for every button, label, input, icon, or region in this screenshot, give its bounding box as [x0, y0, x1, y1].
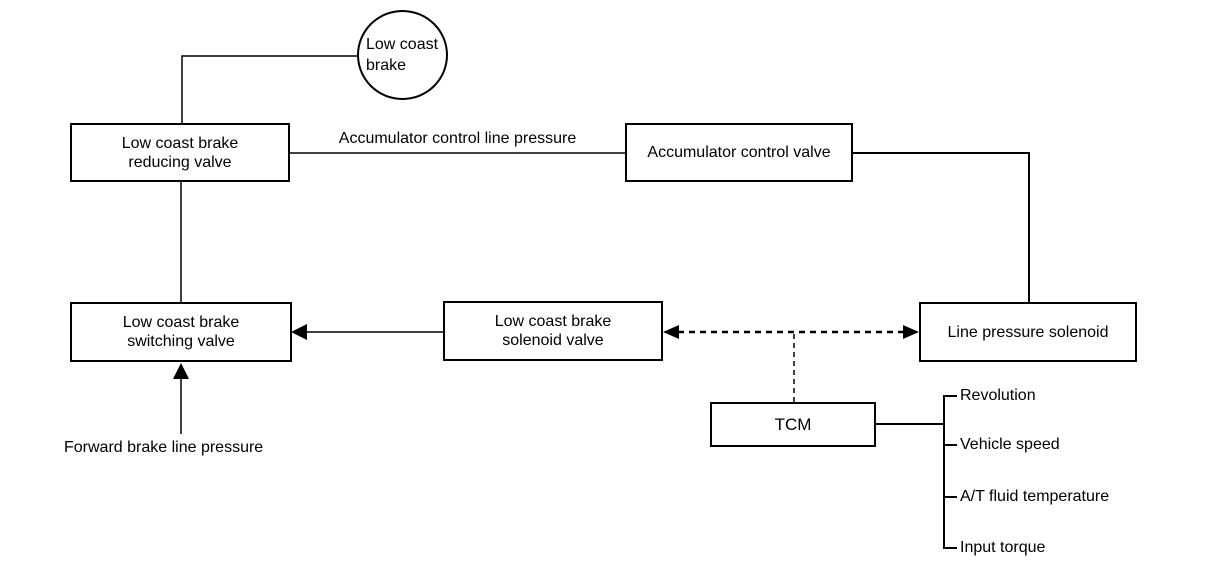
tcm-input-vehicle-speed: Vehicle speed — [960, 436, 1060, 453]
tcm-input-at-fluid-temperature: A/T fluid temperature — [960, 488, 1110, 505]
arrowhead-left-into-switching-valve — [291, 324, 307, 340]
tcm-input-revolution: Revolution — [960, 387, 1036, 404]
tcm-inputs-bracket — [943, 395, 957, 549]
node-line-pressure-solenoid: Line pressure solenoid — [919, 302, 1137, 362]
node-accumulator-valve-label: Accumulator control valve — [647, 144, 831, 161]
tcm-input-input-torque: Input torque — [960, 539, 1046, 556]
node-line-pressure-solenoid-label: Line pressure solenoid — [947, 323, 1109, 341]
arrowhead-up-into-switching-valve — [173, 363, 189, 379]
node-solenoid-valve: Low coast brake solenoid valve — [443, 301, 663, 361]
node-reducing-valve: Low coast brake reducing valve — [70, 123, 290, 182]
arrowhead-right-into-line-pressure-solenoid — [903, 325, 919, 339]
node-switching-valve-label: Low coast brake switching valve — [122, 314, 240, 350]
arrowhead-left-into-solenoid-valve — [663, 325, 679, 339]
edge-circle-to-reducing-valve — [181, 55, 358, 123]
node-accumulator-valve: Accumulator control valve — [625, 123, 853, 182]
label-accumulator-control-line-pressure: Accumulator control line pressure — [338, 130, 577, 147]
node-tcm: TCM — [710, 402, 876, 447]
node-switching-valve: Low coast brake switching valve — [70, 302, 292, 362]
node-low-coast-brake-label: Low coast brake — [366, 36, 439, 74]
node-low-coast-brake: Low coast brake — [357, 10, 448, 100]
node-tcm-label: TCM — [774, 415, 812, 434]
node-reducing-valve-label: Low coast brake reducing valve — [121, 134, 239, 171]
label-forward-brake-line-pressure: Forward brake line pressure — [64, 439, 264, 456]
edge-accumulator-to-line-pressure-solenoid — [853, 152, 1030, 302]
node-solenoid-valve-label: Low coast brake solenoid valve — [494, 313, 612, 349]
